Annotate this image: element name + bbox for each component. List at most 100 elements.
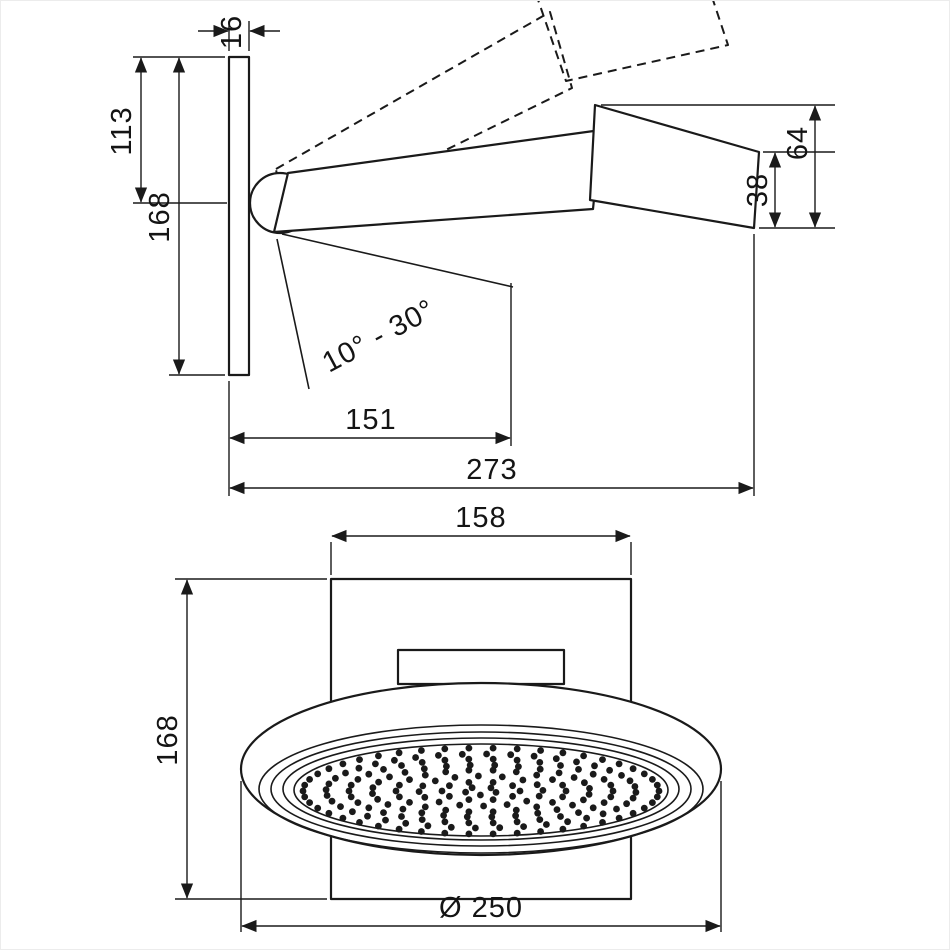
nozzle-dot bbox=[534, 809, 542, 817]
nozzle-dot bbox=[533, 781, 541, 789]
wall-plate bbox=[227, 55, 251, 377]
nozzle-dot bbox=[513, 829, 521, 837]
nozzle-dot bbox=[354, 776, 362, 783]
nozzle-dot bbox=[640, 804, 648, 812]
dim-head-overall-height: 64 bbox=[601, 104, 835, 228]
face-rim-ring bbox=[282, 737, 680, 841]
face-rim-ring bbox=[270, 731, 692, 847]
nozzle-dot bbox=[580, 822, 587, 830]
nozzle-dot bbox=[489, 796, 497, 803]
nozzle-dot bbox=[435, 798, 443, 806]
nozzle-dot bbox=[539, 787, 547, 794]
nozzle-dot bbox=[375, 822, 382, 830]
nozzle-dot bbox=[458, 750, 466, 758]
nozzle-dot bbox=[421, 793, 429, 801]
nozzle-dot bbox=[412, 754, 419, 761]
nozzle-dot bbox=[489, 766, 497, 774]
nozzle-dot bbox=[589, 770, 597, 778]
nozzle-dot bbox=[559, 825, 567, 833]
dim-plate-thickness-label: 16 bbox=[216, 15, 248, 49]
nozzle-dot bbox=[369, 784, 377, 792]
nozzle-dot bbox=[406, 776, 413, 783]
nozzle-dot bbox=[314, 804, 322, 812]
nozzle-dot bbox=[443, 762, 450, 770]
nozzle-dot bbox=[402, 819, 410, 827]
nozzle-dot bbox=[533, 803, 541, 811]
nozzle-dot bbox=[512, 812, 519, 820]
nozzle-dot bbox=[492, 789, 500, 796]
dim-overall-projection: 273 bbox=[229, 234, 755, 496]
nozzle-dot bbox=[306, 776, 313, 783]
nozzle-dot bbox=[325, 765, 333, 773]
nozzle-dot bbox=[589, 804, 597, 812]
nozzle-dot bbox=[599, 756, 606, 763]
nozzle-field bbox=[299, 744, 663, 838]
nozzle-dot bbox=[477, 791, 484, 799]
nozzle-dot bbox=[375, 778, 382, 786]
side-view: 10° - 30° 16 113 168 38 bbox=[106, 1, 835, 496]
angle-range-label: 10° - 30° bbox=[317, 293, 440, 379]
nozzle-dot bbox=[468, 784, 476, 792]
nozzle-dot bbox=[399, 805, 407, 813]
nozzle-dot bbox=[489, 830, 497, 838]
nozzle-dot bbox=[375, 752, 382, 760]
nozzle-dot bbox=[599, 810, 607, 818]
nozzle-dot bbox=[364, 812, 371, 820]
nozzle-dot bbox=[607, 793, 615, 801]
nozzle-dot bbox=[441, 829, 449, 837]
nozzle-dot bbox=[530, 752, 538, 760]
nozzle-dot bbox=[465, 766, 473, 774]
shower-arm bbox=[272, 128, 603, 234]
nozzle-dot bbox=[438, 787, 446, 795]
nozzle-dot bbox=[418, 828, 425, 835]
nozzle-dot bbox=[466, 761, 474, 769]
nozzle-dot bbox=[447, 823, 455, 831]
nozzle-dot bbox=[356, 756, 363, 763]
nozzle-dot bbox=[386, 773, 393, 781]
nozzle-dot bbox=[465, 808, 473, 816]
nozzle-dot bbox=[600, 799, 608, 806]
nozzle-dot bbox=[339, 814, 347, 822]
nozzle-dot bbox=[396, 781, 403, 789]
nozzle-dot bbox=[580, 752, 587, 760]
nozzle-dot bbox=[507, 751, 515, 759]
nozzle-dot bbox=[465, 830, 473, 838]
nozzle-dot bbox=[480, 802, 487, 810]
nozzle-dot bbox=[549, 799, 556, 806]
dim-plate-thickness: 16 bbox=[198, 15, 280, 51]
nozzle-dot bbox=[600, 776, 608, 783]
nozzle-dot bbox=[609, 787, 617, 795]
nozzle-dot bbox=[559, 749, 567, 757]
nozzle-dot bbox=[509, 782, 516, 790]
nozzle-dot bbox=[559, 781, 566, 789]
nozzle-dot bbox=[559, 793, 566, 801]
nozzle-dot bbox=[418, 816, 426, 823]
nozzle-dot bbox=[442, 806, 450, 814]
nozzle-dot bbox=[535, 792, 543, 800]
nozzle-dot bbox=[314, 770, 322, 778]
nozzle-dot bbox=[472, 824, 479, 832]
nozzle-dot bbox=[512, 768, 520, 776]
nozzle-dot bbox=[629, 794, 637, 802]
nozzle-dot bbox=[465, 755, 473, 763]
dim-plate-height: 168 bbox=[152, 578, 327, 900]
nozzle-dot bbox=[418, 747, 425, 754]
nozzle-dot bbox=[543, 821, 550, 828]
nozzle-dot bbox=[523, 797, 531, 805]
nozzle-dot bbox=[347, 793, 355, 801]
nozzle-dot bbox=[456, 801, 464, 809]
nozzle-dot bbox=[515, 763, 522, 770]
nozzle-dot bbox=[516, 787, 524, 795]
nozzle-dot bbox=[325, 780, 333, 788]
nozzle-dot bbox=[328, 797, 336, 805]
nozzle-dot bbox=[489, 808, 497, 816]
nozzle-dot bbox=[369, 790, 376, 797]
nozzle-dot bbox=[488, 813, 496, 821]
nozzle-dot bbox=[406, 799, 413, 806]
nozzle-dot bbox=[424, 822, 432, 830]
nozzle-dot bbox=[520, 823, 527, 830]
dim-head-diameter: Ø 250 bbox=[240, 781, 722, 933]
shower-head-side bbox=[588, 103, 761, 230]
nozzle-dot bbox=[653, 781, 661, 789]
